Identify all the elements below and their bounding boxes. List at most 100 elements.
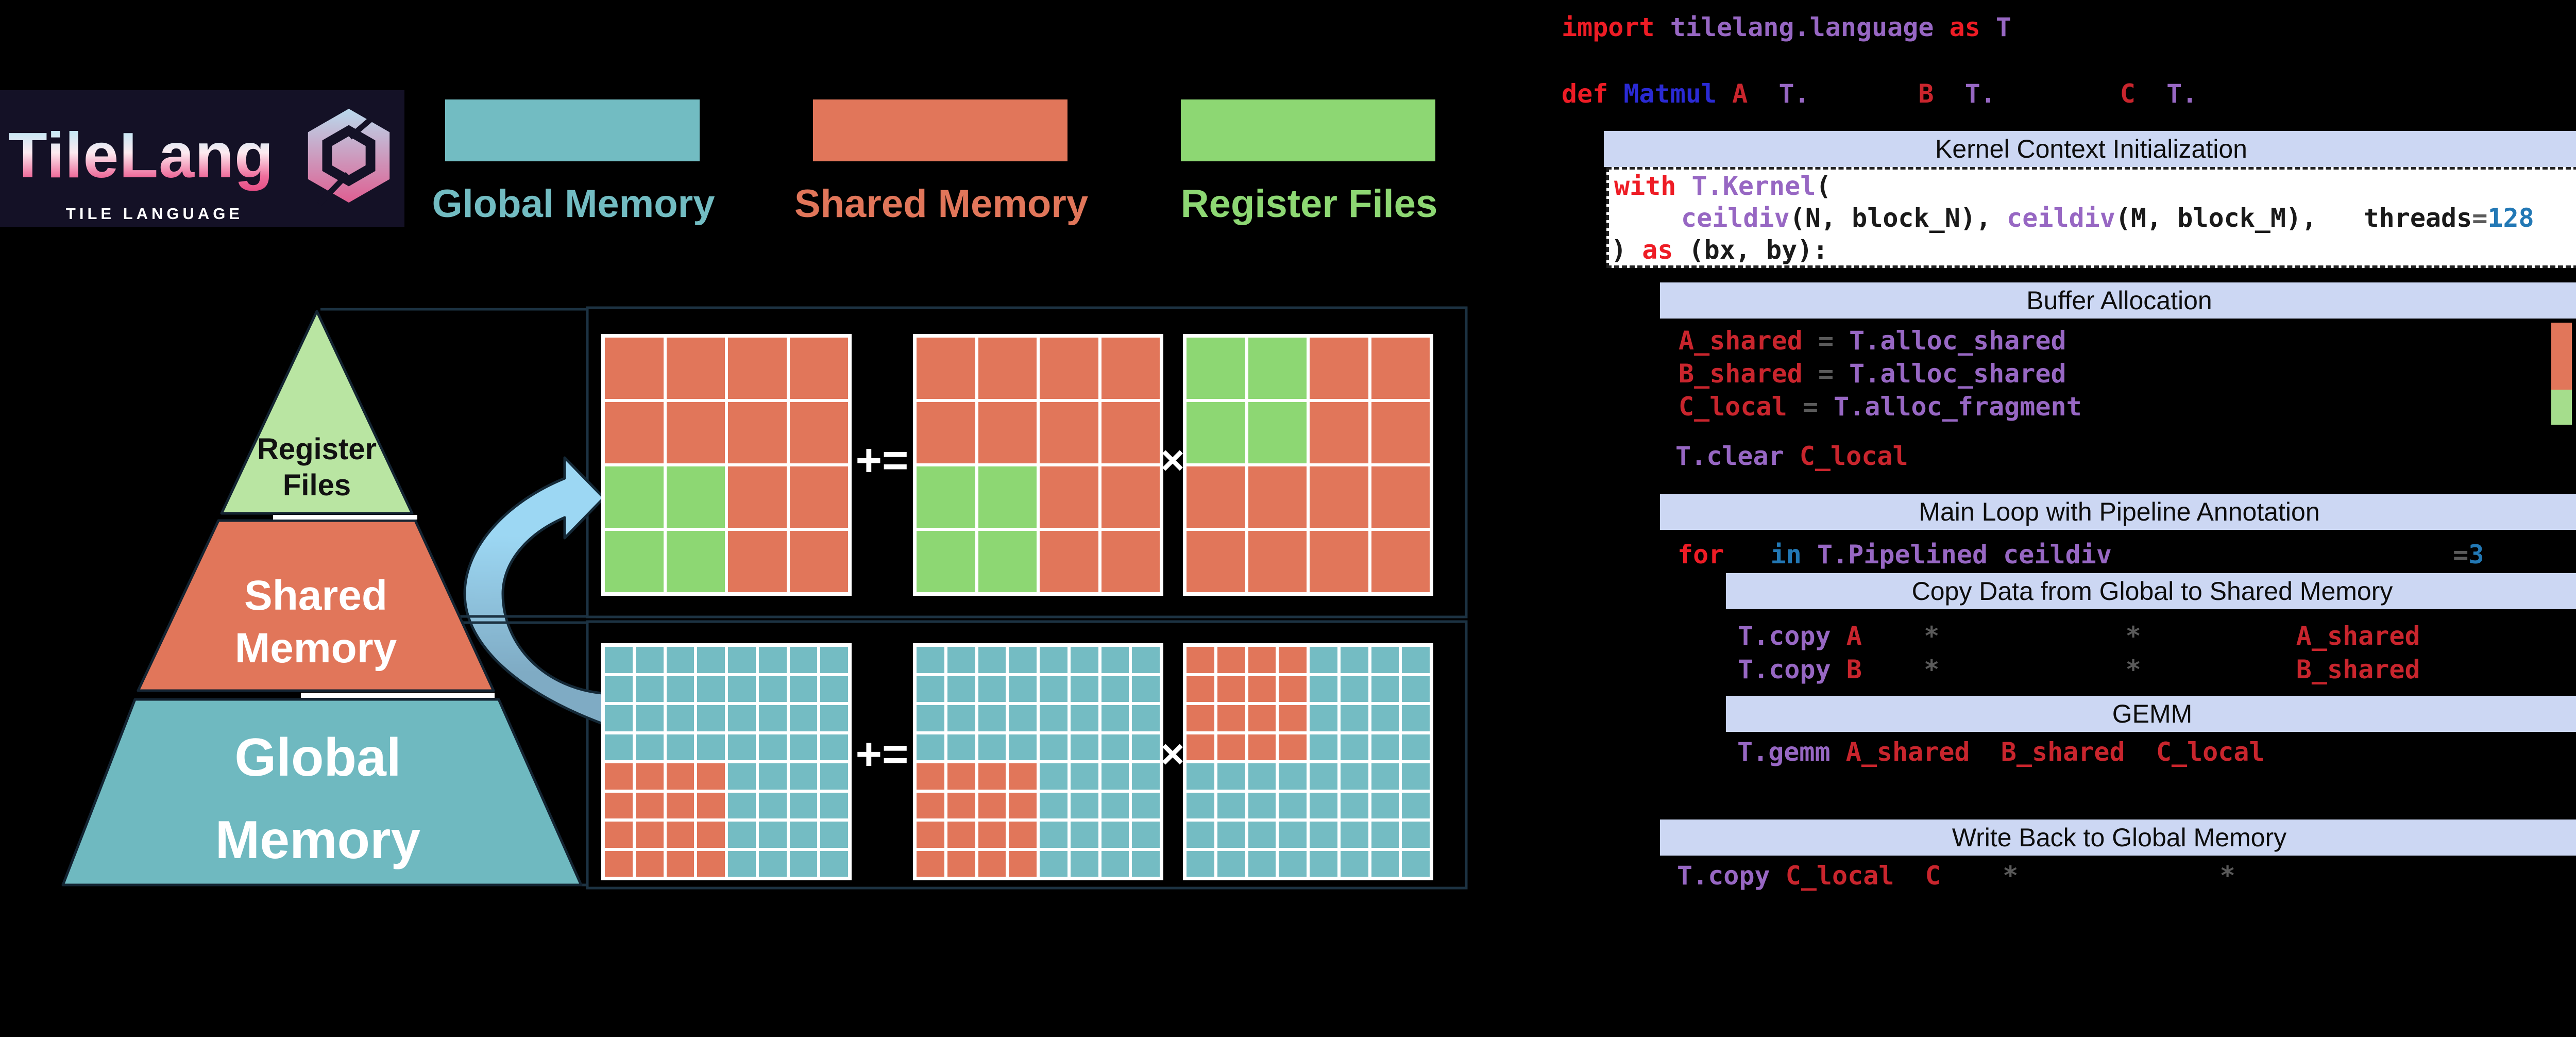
matrix-a-register <box>913 334 1163 596</box>
code-token: C_local <box>2156 737 2265 767</box>
code-token <box>1939 621 2125 651</box>
matrix-a-global-cell-r7c3 <box>1009 850 1037 877</box>
matrix-c-global-cell-r6c5 <box>758 822 787 848</box>
code-line-import-line: import tilelang.language as T <box>1562 11 2011 43</box>
matrix-c-global-cell-r0c5 <box>758 647 787 673</box>
legend-swatch-shared-memory <box>813 99 1067 161</box>
code-token: T.copy <box>1677 861 1786 891</box>
matrix-a-global-cell-r6c7 <box>1132 822 1160 848</box>
plus-equals-operator: += <box>855 728 909 779</box>
matrix-c-global-cell-r4c7 <box>820 763 848 790</box>
section-header-main-loop: Main Loop with Pipeline Annotation <box>1660 494 2576 530</box>
code-token: C_local <box>1679 392 1803 422</box>
matrix-c-register-cell-r3c0 <box>605 531 664 592</box>
matrix-c-global-cell-r2c5 <box>758 705 787 731</box>
matrix-a-global-cell-r1c5 <box>1070 676 1098 702</box>
matrix-a-global-cell-r5c5 <box>1070 792 1098 818</box>
matrix-b-global-cell-r4c4 <box>1310 763 1337 790</box>
shared-memory-label: Memory <box>235 625 397 672</box>
matrix-b-global-cell-r5c0 <box>1187 792 1214 818</box>
code-line-def-line: def Matmul A T. B T. C T. <box>1562 78 2197 110</box>
matrix-a-global-cell-r1c7 <box>1132 676 1160 702</box>
matrix-a-global-cell-r6c3 <box>1009 822 1037 848</box>
matrix-b-global-cell-r6c5 <box>1340 822 1368 848</box>
matrix-c-register-cell-r1c0 <box>605 402 664 463</box>
matrix-b-global-cell-r3c7 <box>1402 734 1430 760</box>
matrix-b-global-cell-r0c0 <box>1187 647 1214 673</box>
section-header-write-back: Write Back to Global Memory <box>1660 819 2576 856</box>
matrix-b-global-cell-r7c5 <box>1340 850 1368 877</box>
matrix-b-register-cell-r3c1 <box>1248 531 1307 592</box>
matrix-b-global-cell-r0c5 <box>1340 647 1368 673</box>
matrix-b-global-cell-r4c1 <box>1217 763 1245 790</box>
matrix-b-register-cell-r0c3 <box>1371 338 1430 399</box>
matrix-c-global-cell-r6c3 <box>697 822 725 848</box>
matrix-c-global-cell-r6c4 <box>728 822 756 848</box>
code-token: T. <box>1778 79 1810 109</box>
code-token: * <box>2219 861 2235 891</box>
code-token: * <box>2003 861 2019 891</box>
matrix-a-global-cell-r0c5 <box>1070 647 1098 673</box>
code-token <box>1748 79 1778 109</box>
matrix-c-global-cell-r1c2 <box>666 676 694 702</box>
code-token: T.clear <box>1675 441 1800 471</box>
matrix-a-global-cell-r1c1 <box>947 676 975 702</box>
matrix-b-global-cell-r6c7 <box>1402 822 1430 848</box>
code-token: A_shared <box>2296 621 2420 651</box>
matrix-a-register-cell-r1c1 <box>978 402 1037 463</box>
matrix-b-global-cell-r7c0 <box>1187 850 1214 877</box>
pyramid-global-memory-level <box>61 698 583 887</box>
matrix-c-global-cell-r4c5 <box>758 763 787 790</box>
matrix-c-global-cell-r5c4 <box>728 792 756 818</box>
matrix-b-global-cell-r1c2 <box>1248 676 1276 702</box>
code-token <box>2141 621 2296 651</box>
matrix-b-global-cell-r7c4 <box>1310 850 1337 877</box>
matrix-c-register <box>601 334 852 596</box>
matrix-a-global-cell-r4c1 <box>947 763 975 790</box>
code-token: Matmul <box>1623 79 1733 109</box>
matrix-b-global-cell-r2c3 <box>1279 705 1307 731</box>
matrix-c-register-cell-r2c0 <box>605 466 664 528</box>
matrix-c-global-cell-r3c0 <box>605 734 633 760</box>
matrix-a-register-cell-r2c3 <box>1101 466 1160 528</box>
code-token <box>1724 540 1770 570</box>
matrix-a-global-cell-r4c4 <box>1040 763 1067 790</box>
matrix-b-register-cell-r0c2 <box>1310 338 1368 399</box>
matrix-a-global-cell-r4c0 <box>917 763 944 790</box>
matrix-b-global-cell-r1c7 <box>1402 676 1430 702</box>
matrix-a-global-cell-r7c1 <box>947 850 975 877</box>
matrix-c-global-cell-r1c6 <box>789 676 818 702</box>
matrix-c-global-cell-r5c6 <box>789 792 818 818</box>
legend-swatch-global-memory <box>445 99 700 161</box>
cube-edge-line <box>317 172 350 206</box>
code-token: C_local <box>1799 441 1908 471</box>
matrix-a-register-cell-r3c0 <box>917 531 975 592</box>
legend-label-global-memory: Global Memory <box>432 182 715 226</box>
register-usage-bar <box>2551 390 2572 425</box>
code-line-copy-a: T.copy A * * A_shared <box>1738 620 2420 652</box>
matrix-a-global-cell-r3c3 <box>1009 734 1037 760</box>
matrix-c-global-cell-r1c1 <box>635 676 664 702</box>
matrix-a-global-cell-r2c5 <box>1070 705 1098 731</box>
code-token: = <box>1802 392 1834 422</box>
matrix-a-global-cell-r2c1 <box>947 705 975 731</box>
matrix-b-global-cell-r5c2 <box>1248 792 1276 818</box>
code-token <box>1862 655 1924 684</box>
multiply-operator: × <box>1160 731 1185 777</box>
matrix-a-global-cell-r1c4 <box>1040 676 1067 702</box>
matrix-c-global-cell-r3c5 <box>758 734 787 760</box>
matrix-c-register-cell-r2c2 <box>728 466 787 528</box>
matrix-a-global-cell-r2c3 <box>1009 705 1037 731</box>
matrix-c-global-cell-r1c0 <box>605 676 633 702</box>
matrix-c-global-cell-r2c1 <box>635 705 664 731</box>
matrix-a-global-cell-r3c6 <box>1101 734 1129 760</box>
matrix-b-global-cell-r2c6 <box>1371 705 1399 731</box>
matrix-b-global-cell-r5c4 <box>1310 792 1337 818</box>
code-token: B_shared <box>1679 359 1818 389</box>
code-token: T. <box>1964 79 1996 109</box>
matrix-b-global-cell-r0c3 <box>1279 647 1307 673</box>
matrix-a-global-cell-r5c4 <box>1040 792 1067 818</box>
matrix-a-register-cell-r0c0 <box>917 338 975 399</box>
matrix-b-register-cell-r3c2 <box>1310 531 1368 592</box>
